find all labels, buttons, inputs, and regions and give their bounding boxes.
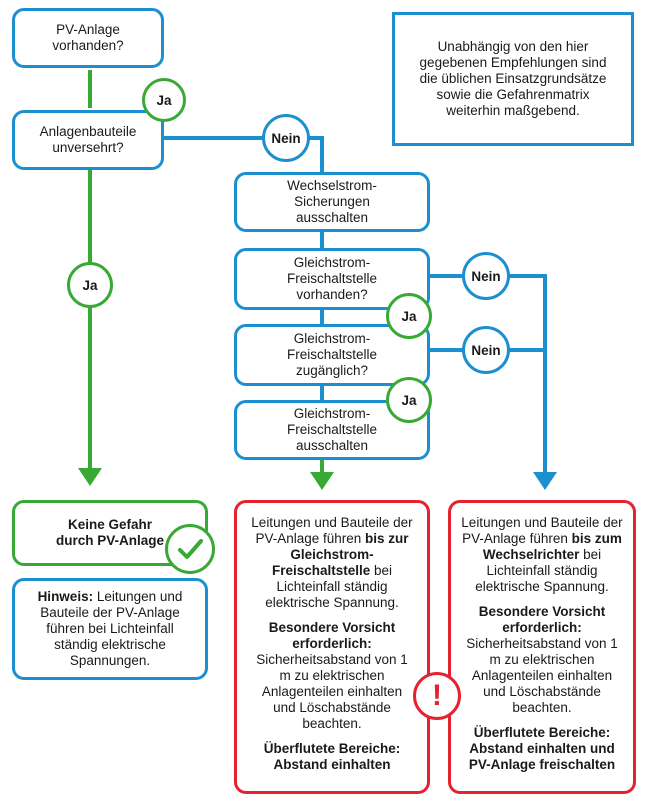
result-dc-p1-pre: Leitungen und Bauteile der PV-Anlage füh…	[251, 515, 413, 546]
hint-body: Leitungen und Bauteile der PV-Anlage füh…	[40, 589, 183, 668]
result-inverter: Leitungen und Bauteile der PV-Anlage füh…	[448, 500, 636, 794]
result-dc-p1-bold: bis zur Gleichstrom-Freischaltstelle	[271, 531, 409, 578]
result-inverter-p3: Überflutete Bereiche: Abstand einhalten …	[461, 725, 623, 773]
node-dc-accessible: Gleichstrom-Freischaltstelle zugänglich?	[234, 324, 430, 386]
arrow-dc-result	[310, 472, 334, 490]
result-inverter-p1: Leitungen und Bauteile der PV-Anlage füh…	[461, 515, 623, 595]
node-ac-fuses: Wechselstrom-Sicherungen ausschalten	[234, 172, 430, 232]
connector-dc-present-no	[430, 274, 547, 472]
node-components-intact: Anlagenbauteile unversehrt?	[12, 110, 164, 170]
result-inverter-p2-text: Sicherheitsabstand von 1 m zu elektrisch…	[466, 636, 618, 715]
badge-no-3: Nein	[462, 326, 510, 374]
result-dc-p3-bold: Überflutete Bereiche: Abstand einhalten	[263, 741, 401, 772]
note-text: Unabhängig von den hier gegebenen Empfeh…	[419, 39, 607, 118]
result-inverter-p1-bold: bis zum Wechselrichter	[482, 531, 622, 562]
connector-intact-to-ac	[160, 136, 324, 172]
hint-box: Hinweis: Leitungen und Bauteile der PV-A…	[12, 578, 208, 680]
result-inverter-p1-pre: Leitungen und Bauteile der PV-Anlage füh…	[461, 515, 623, 546]
badge-no-2: Nein	[462, 252, 510, 300]
result-dc-p3: Überflutete Bereiche: Abstand einhalten	[249, 741, 415, 773]
node-components-intact-text: Anlagenbauteile unversehrt?	[39, 124, 137, 155]
node-pv-present-text: PV-Anlage vorhanden?	[52, 22, 124, 53]
result-inverter-p1-post: bei Lichteinfall ständig elektrische Spa…	[475, 547, 609, 594]
result-no-danger-title: Keine Gefahr durch PV-Anlage	[55, 517, 165, 548]
badge-yes-2: Ja	[67, 262, 113, 308]
node-dc-accessible-text: Gleichstrom-Freischaltstelle zugänglich?	[286, 331, 378, 378]
result-dc: Leitungen und Bauteile der PV-Anlage füh…	[234, 500, 430, 794]
result-dc-p1-post: bei Lichteinfall ständig elektrische Spa…	[265, 563, 399, 610]
result-inverter-p2-bold: Besondere Vorsicht erforderlich:	[478, 604, 606, 635]
check-icon	[165, 524, 215, 574]
arrow-inverter-result	[533, 472, 557, 490]
result-inverter-p2: Besondere Vorsicht erforderlich:Sicherhe…	[461, 604, 623, 716]
node-ac-fuses-text: Wechselstrom-Sicherungen ausschalten	[287, 178, 377, 225]
badge-yes-1: Ja	[142, 78, 186, 122]
warning-icon: !	[413, 672, 461, 720]
badge-no-1: Nein	[262, 114, 310, 162]
hint-label: Hinweis:	[37, 589, 94, 604]
result-inverter-p3-bold: Überflutete Bereiche: Abstand einhalten …	[468, 725, 616, 772]
check-mark	[178, 539, 203, 559]
result-dc-p2-bold: Besondere Vorsicht erforderlich:	[268, 620, 396, 651]
node-pv-present: PV-Anlage vorhanden?	[12, 8, 164, 68]
result-dc-p2-text: Sicherheitsabstand von 1 m zu elektrisch…	[256, 652, 408, 731]
badge-yes-4: Ja	[386, 377, 432, 423]
badge-yes-3: Ja	[386, 293, 432, 339]
node-dc-present-text: Gleichstrom-Freischaltstelle vorhanden?	[286, 255, 378, 302]
result-dc-p1: Leitungen und Bauteile der PV-Anlage füh…	[249, 515, 415, 611]
result-dc-p2: Besondere Vorsicht erforderlich: Sicherh…	[249, 620, 415, 732]
hint-text: Hinweis: Leitungen und Bauteile der PV-A…	[15, 589, 205, 669]
node-dc-off-text: Gleichstrom-Freischaltstelle ausschalten	[286, 406, 378, 453]
note-box: Unabhängig von den hier gegebenen Empfeh…	[392, 12, 634, 146]
arrow-no-danger	[78, 468, 102, 486]
